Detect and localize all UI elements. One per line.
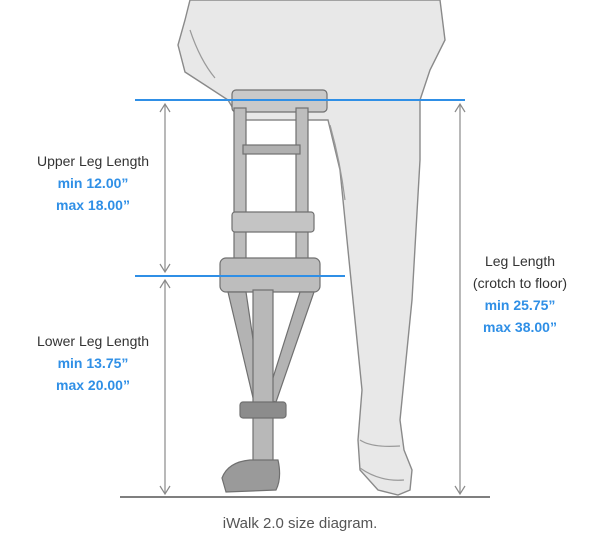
thigh-strap-upper — [242, 144, 301, 155]
leg-length-label: Leg Length (crotch to floor) min 25.75” … — [450, 250, 590, 338]
arm-fold — [189, 29, 216, 79]
leg-length-title: Leg Length — [484, 253, 556, 269]
ankle-fold — [359, 439, 401, 447]
leg-length-min: min 25.75” — [484, 297, 556, 313]
center-post — [252, 289, 274, 471]
leg-length-subtitle: (crotch to floor) — [472, 275, 568, 291]
lower-leg-label: Lower Leg Length min 13.75” max 20.00” — [18, 330, 168, 396]
leg-length-max: max 38.00” — [483, 319, 557, 335]
upper-right-strut — [295, 107, 309, 274]
thigh-strap-lower — [231, 211, 315, 233]
upper-left-strut — [233, 107, 247, 274]
lower-leg-max: max 20.00” — [56, 377, 130, 393]
iwalk-device — [219, 89, 328, 493]
hip-fold — [329, 124, 346, 201]
adjust-clamp — [239, 401, 287, 419]
upper-leg-label: Upper Leg Length min 12.00” max 18.00” — [18, 150, 168, 216]
person-body — [177, 0, 446, 496]
person-silhouette — [177, 0, 446, 496]
upper-leg-min: min 12.00” — [57, 175, 129, 191]
upper-leg-max: max 18.00” — [56, 197, 130, 213]
upper-leg-title: Upper Leg Length — [36, 153, 150, 169]
lower-leg-dimension — [159, 278, 171, 496]
leg-length-dimension — [454, 102, 466, 496]
foot-base — [221, 459, 281, 493]
upper-leg-dimension — [159, 102, 171, 274]
lower-leg-title: Lower Leg Length — [36, 333, 150, 349]
lower-leg-min: min 13.75” — [57, 355, 129, 371]
diagram-caption: iWalk 2.0 size diagram. — [222, 515, 378, 532]
shoe — [359, 467, 405, 481]
